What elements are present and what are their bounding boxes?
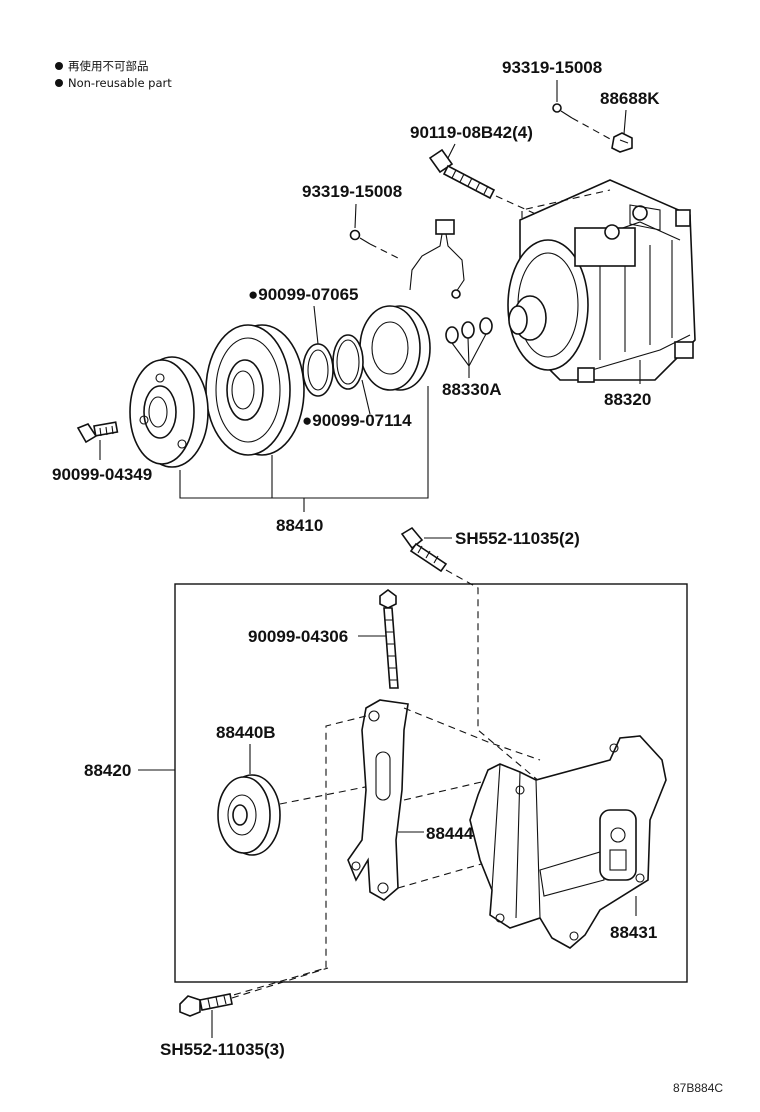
leader-line	[451, 333, 487, 378]
part-label-93319-mid[interactable]: 93319-15008	[302, 182, 402, 201]
part-label-88420[interactable]: 88420	[84, 761, 131, 780]
adjusting-bar-88444-icon[interactable]	[347, 699, 409, 901]
bolt-90099-04349-icon[interactable]	[76, 421, 119, 444]
part-label-90099-07114[interactable]: ●90099-07114	[302, 411, 412, 430]
bolt-90099-04306-icon[interactable]	[379, 589, 399, 689]
assembly-dashed-line	[521, 189, 611, 218]
part-label-93319-top[interactable]: 93319-15008	[502, 58, 602, 77]
screw-93319-mid-icon[interactable]	[349, 229, 371, 245]
part-label-88431[interactable]: 88431	[610, 923, 657, 942]
leader-line	[361, 379, 371, 415]
compressor-bracket-88431-icon[interactable]	[469, 735, 667, 949]
bolt-SH552-2-icon[interactable]	[400, 526, 448, 573]
compressor-88320-icon[interactable]	[507, 179, 696, 383]
leader-line	[447, 143, 456, 159]
part-label-90099-04349[interactable]: 90099-04349	[52, 465, 152, 484]
legend-bullet-icon	[55, 62, 63, 70]
field-coil-icon[interactable]	[359, 305, 431, 391]
shim-washers-icon[interactable]	[445, 317, 493, 344]
bolt-90119-icon[interactable]	[428, 148, 496, 200]
pressure-plate-icon[interactable]	[129, 356, 209, 468]
part-label-88410[interactable]: 88410	[276, 516, 323, 535]
assembly-dashed-line	[229, 715, 367, 997]
bolt-SH552-3-icon[interactable]	[179, 993, 233, 1017]
part-label-90099-07065[interactable]: ●90099-07065	[248, 285, 358, 304]
part-label-88330A[interactable]: 88330A	[442, 380, 502, 399]
leader-line	[354, 203, 357, 229]
snap-ring-07065-icon[interactable]	[302, 343, 334, 397]
legend: 再使用不可部品 Non-reusable part	[55, 59, 172, 90]
assembly-dashed-line	[279, 783, 381, 805]
part-label-88688K[interactable]: 88688K	[600, 89, 660, 108]
legend-bullet-icon	[55, 79, 63, 87]
part-label-88320[interactable]: 88320	[604, 390, 651, 409]
screw-93319-top-icon[interactable]	[552, 103, 573, 119]
part-label-SH552-2[interactable]: SH552-11035(2)	[455, 529, 580, 548]
assembly-dashed-line	[369, 243, 399, 259]
assembly-dashed-line	[403, 707, 541, 761]
subassembly-frame-88420	[174, 583, 688, 983]
diagram-code: 87B884C	[673, 1081, 723, 1095]
assembly-dashed-line	[571, 117, 613, 141]
part-label-90099-04306[interactable]: 90099-04306	[248, 627, 348, 646]
assembly-dashed-line	[403, 779, 491, 801]
legend-en-text: Non-reusable part	[68, 76, 172, 90]
leader-line	[623, 109, 627, 135]
part-label-SH552-3[interactable]: SH552-11035(3)	[160, 1040, 285, 1059]
part-label-88444[interactable]: 88444	[426, 824, 474, 843]
assembly-dashed-line	[445, 569, 541, 783]
assembly-dashed-line	[231, 967, 329, 999]
bracket-88688K-icon[interactable]	[611, 132, 633, 153]
pulley-icon[interactable]	[205, 324, 305, 456]
idler-pulley-88440B-icon[interactable]	[217, 774, 281, 856]
legend-jp-text: 再使用不可部品	[68, 59, 149, 73]
leader-line	[313, 305, 319, 345]
snap-ring-07114-icon[interactable]	[332, 334, 364, 390]
part-label-88440B[interactable]: 88440B	[216, 723, 276, 742]
wire-connector-icon[interactable]	[409, 219, 465, 299]
part-label-90119[interactable]: 90119-08B42(4)	[410, 123, 533, 142]
